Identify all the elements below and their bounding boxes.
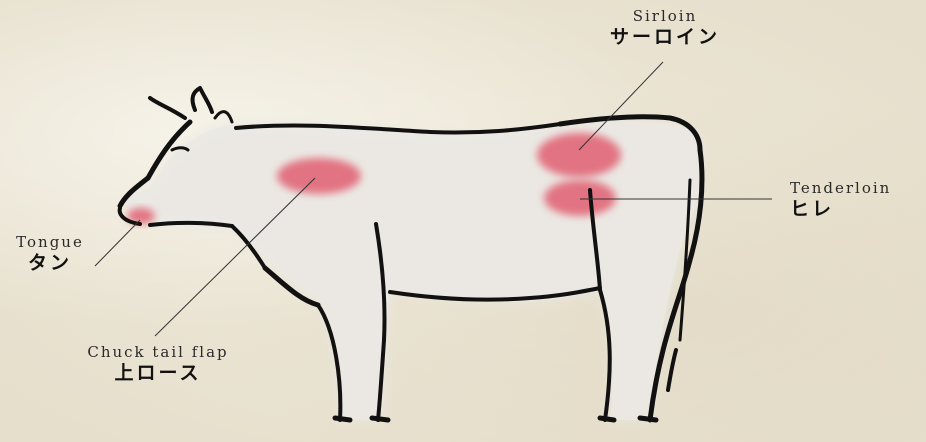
tenderloin-highlight [544, 180, 616, 216]
tongue-leader [95, 220, 140, 266]
sirloin-label-jp: サーロイン [590, 27, 740, 49]
chuck-highlight [277, 158, 361, 194]
tongue-label-en: Tongue [0, 234, 100, 251]
sirloin-highlight [537, 133, 621, 177]
chuck-label-jp: 上ロース [48, 363, 268, 385]
tenderloin-label-jp: ヒレ [790, 199, 926, 221]
sirloin-label-en: Sirloin [590, 8, 740, 25]
sirloin-label: Sirloin サーロイン [590, 8, 740, 49]
tenderloin-label-en: Tenderloin [790, 180, 926, 197]
tongue-label-jp: タン [0, 253, 100, 275]
tenderloin-label: Tenderloin ヒレ [790, 180, 926, 221]
chuck-label-en: Chuck tail flap [48, 344, 268, 361]
chuck-label: Chuck tail flap 上ロース [48, 344, 268, 385]
tongue-label: Tongue タン [0, 234, 100, 275]
